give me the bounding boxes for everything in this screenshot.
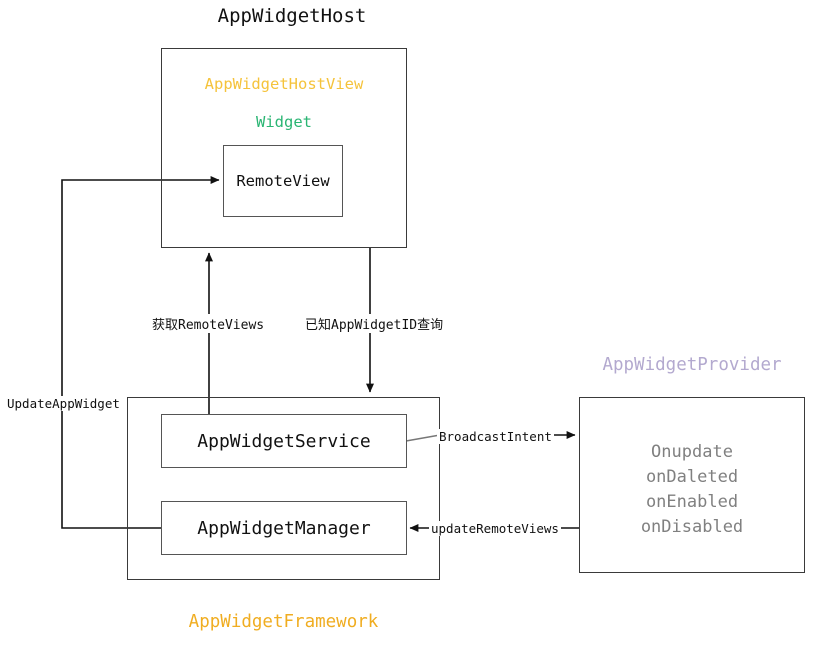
provider-method-list: Onupdate onDaleted onEnabled onDisabled bbox=[579, 440, 805, 541]
provider-method-item: onDaleted bbox=[645, 467, 739, 488]
provider-method-item: onEnabled bbox=[645, 492, 739, 513]
widget-label: Widget bbox=[256, 113, 312, 131]
app-widget-host-view-label: AppWidgetHostView bbox=[204, 75, 364, 93]
app-widget-host-box bbox=[161, 48, 407, 248]
app-widget-manager-box: AppWidgetManager bbox=[161, 501, 407, 555]
app-widget-framework-box bbox=[127, 397, 440, 580]
edge-label-query-by-widget-id: 已知AppWidgetID查询 bbox=[303, 314, 446, 333]
edge-label-get-remote-views: 获取RemoteViews bbox=[150, 314, 267, 333]
remote-view-box: RemoteView bbox=[223, 145, 343, 217]
app-widget-service-box: AppWidgetService bbox=[161, 414, 407, 468]
provider-method-item: onDisabled bbox=[640, 517, 744, 538]
title-app-widget-provider: AppWidgetProvider bbox=[602, 355, 782, 375]
remote-view-label: RemoteView bbox=[236, 172, 330, 190]
title-app-widget-framework: AppWidgetFramework bbox=[188, 612, 379, 632]
edge-label-update-app-widget: UpdateAppWidget bbox=[5, 396, 122, 411]
app-widget-provider-box bbox=[579, 397, 805, 573]
app-widget-service-label: AppWidgetService bbox=[197, 430, 371, 452]
provider-method-item: Onupdate bbox=[651, 442, 733, 462]
edge-label-broadcast-intent: BroadcastIntent bbox=[437, 429, 554, 444]
page-title-app-widget-host: AppWidgetHost bbox=[217, 5, 367, 27]
edge-label-update-remote-views: updateRemoteViews bbox=[429, 521, 561, 536]
app-widget-manager-label: AppWidgetManager bbox=[197, 517, 371, 539]
